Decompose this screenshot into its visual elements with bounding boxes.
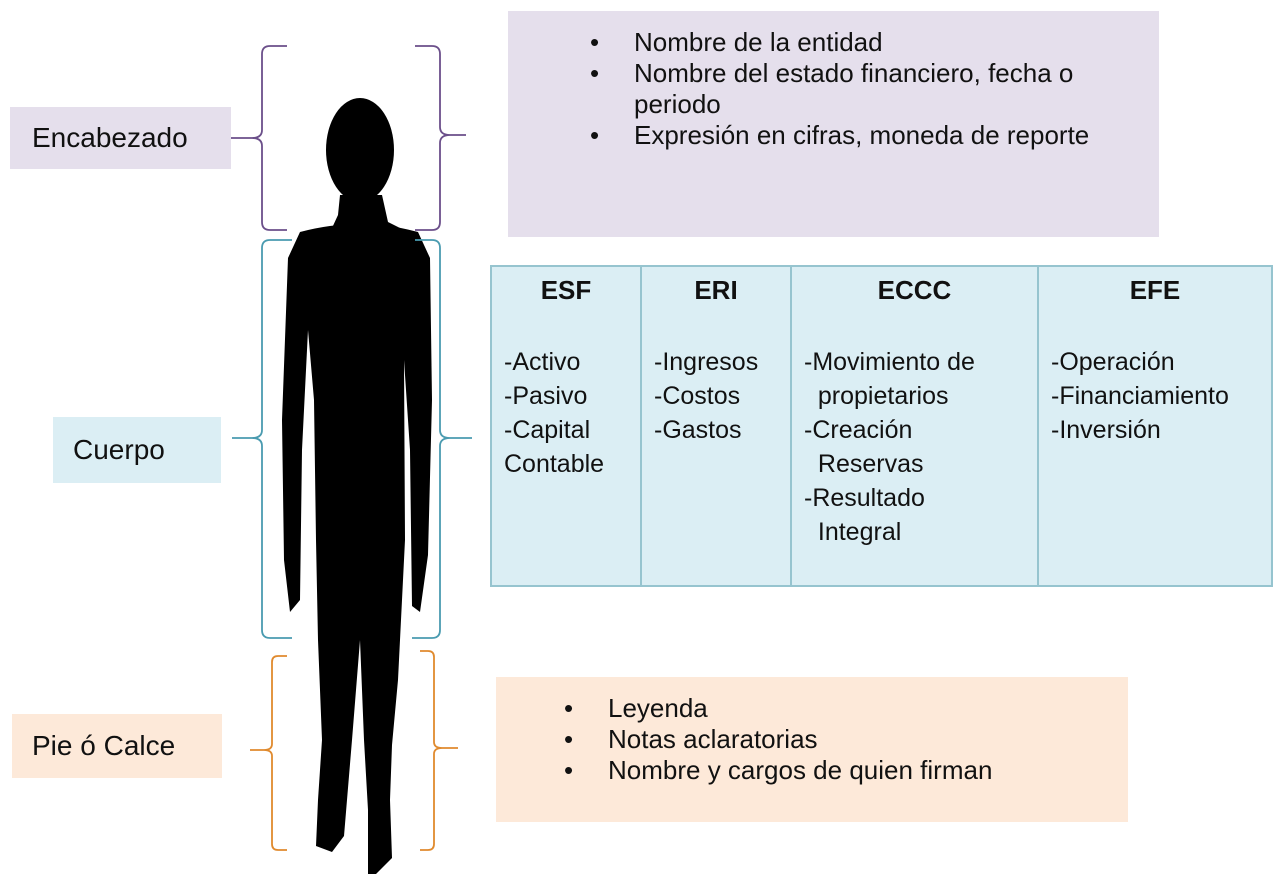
statement-item: -Costos [654,382,741,410]
body-section-label: Cuerpo [53,417,221,483]
person-silhouette [282,98,432,874]
footer-bracket-right [420,650,458,851]
footer-item: Notas aclaratorias [564,724,1114,755]
statement-item: -Pasivo [504,382,588,410]
header-bracket-right [415,45,466,231]
header-section-label-text: Encabezado [32,122,188,153]
footer-item: Leyenda [564,693,1114,724]
statement-item: -Ingresos [654,348,759,376]
statement-item: -Gastos [654,416,742,444]
statement-column-eri: ERI -Ingresos -Costos -Gastos [642,267,792,585]
statement-item: -Inversión [1051,416,1161,444]
statement-item: -Activo [504,348,581,376]
header-section-label: Encabezado [10,107,231,169]
footer-items-list: Leyenda Notas aclaratorias Nombre y carg… [564,693,1114,786]
statement-title: EFE [1129,275,1181,305]
statement-column-esf: ESF -Activo -Pasivo -Capital Contable [492,267,642,585]
footer-item: Nombre y cargos de quien firman [564,755,1114,786]
statement-items: -Movimiento de propietarios -Creación Re… [804,345,1037,549]
body-bracket-left [232,239,292,639]
footer-section-label-text: Pie ó Calce [32,730,176,761]
statement-item: Reservas [804,450,924,478]
footer-bracket-left [250,655,287,851]
statement-title: ECCC [877,275,952,305]
header-item: Nombre de la entidad [590,27,1140,58]
body-section-label-text: Cuerpo [73,434,165,465]
statement-item: -Movimiento de [804,348,975,376]
header-bracket-left [230,45,287,231]
statement-title: ESF [540,275,592,305]
body-bracket-right [412,239,472,639]
statement-item: -Resultado [804,484,925,512]
statement-items: -Ingresos -Costos -Gastos [654,345,790,447]
statement-item: propietarios [804,382,949,410]
statement-item: -Operación [1051,348,1175,376]
header-item: Nombre del estado financiero, fecha o pe… [590,58,1140,120]
footer-section-label: Pie ó Calce [12,714,222,778]
header-content-panel: Nombre de la entidad Nombre del estado f… [508,11,1159,237]
statement-item: -Capital [504,416,591,444]
statement-item: Integral [804,518,902,546]
statement-items: -Activo -Pasivo -Capital Contable [504,345,640,481]
statement-item: -Financiamiento [1051,382,1229,410]
financial-statements-table: ESF -Activo -Pasivo -Capital Contable ER… [490,265,1273,587]
statement-item: -Creación [804,416,913,444]
statement-title: ERI [694,275,738,305]
statement-item: Contable [504,450,605,478]
header-item: Expresión en cifras, moneda de reporte [590,120,1140,151]
footer-content-panel: Leyenda Notas aclaratorias Nombre y carg… [496,677,1128,822]
statement-column-efe: EFE -Operación -Financiamiento -Inversió… [1039,267,1271,585]
statement-column-eccc: ECCC -Movimiento de propietarios -Creaci… [792,267,1039,585]
header-items-list: Nombre de la entidad Nombre del estado f… [590,27,1140,151]
statement-items: -Operación -Financiamiento -Inversión [1051,345,1271,447]
